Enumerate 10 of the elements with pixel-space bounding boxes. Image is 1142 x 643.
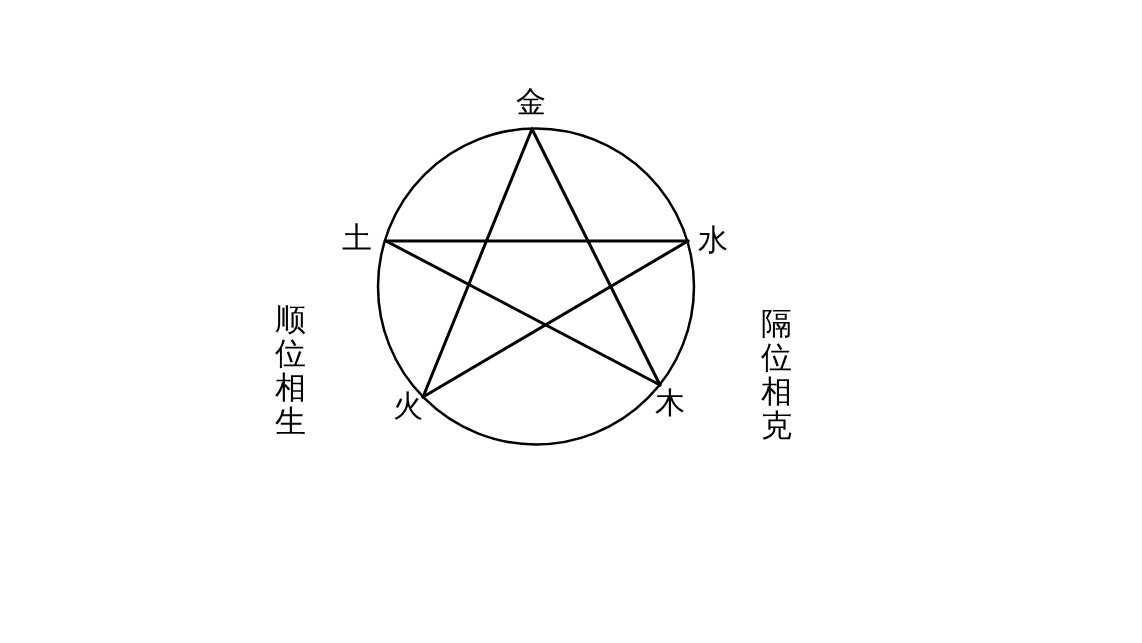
vertical-caption: 顺位相生	[275, 303, 306, 440]
star-line	[530, 127, 662, 387]
element-label: 土	[342, 223, 372, 253]
star-line	[421, 127, 534, 399]
star-line	[421, 239, 690, 399]
element-label: 木	[655, 388, 685, 418]
element-label: 金	[516, 87, 546, 117]
element-label: 火	[393, 391, 423, 421]
element-label: 水	[698, 225, 728, 255]
vertical-caption: 隔位相克	[761, 307, 792, 444]
